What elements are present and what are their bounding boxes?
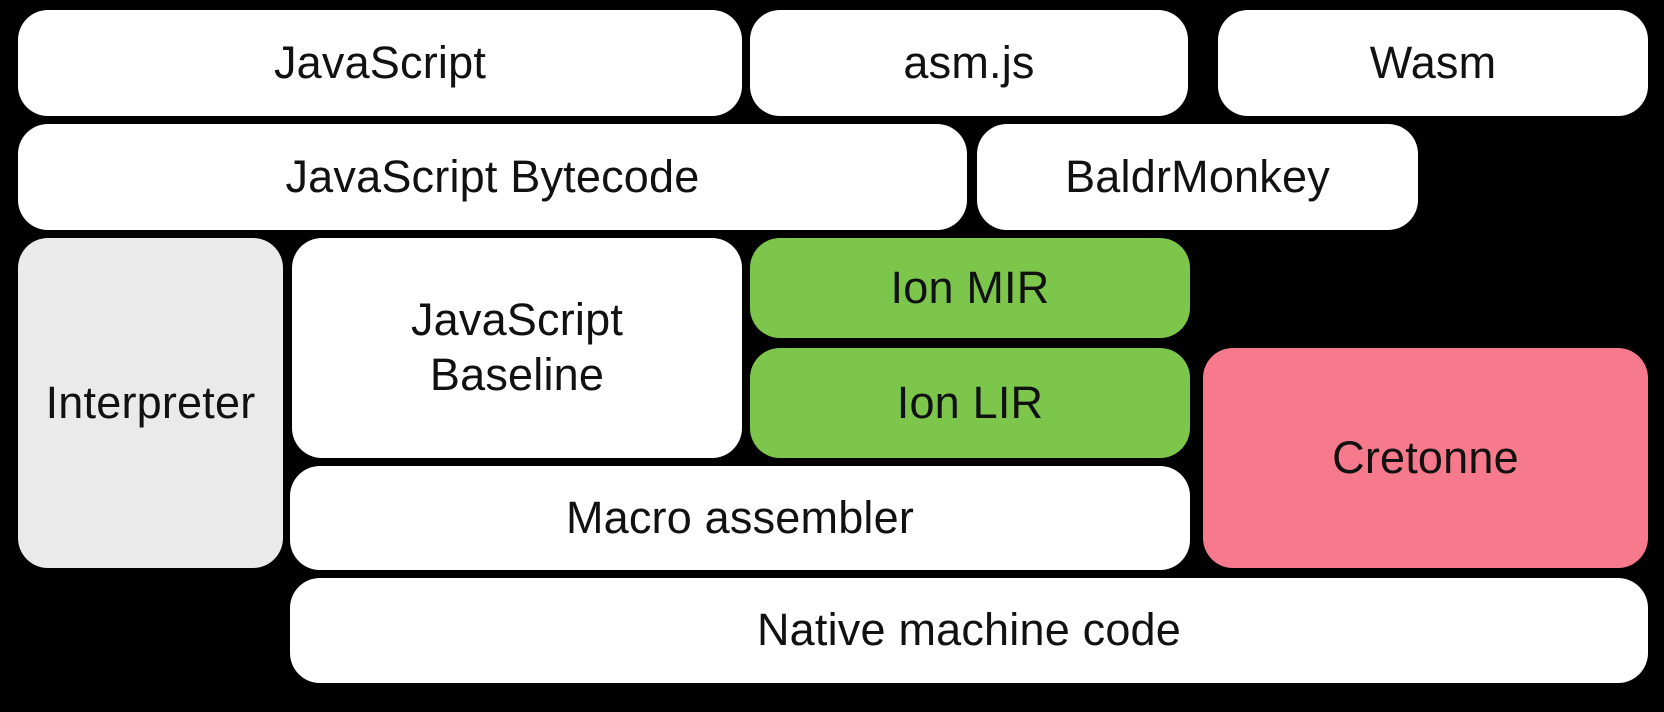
box-asmjs-label: asm.js <box>903 36 1035 88</box>
box-native-machine-code: Native machine code <box>290 578 1648 683</box>
box-wasm-label: Wasm <box>1369 36 1497 88</box>
box-baldrmonkey: BaldrMonkey <box>977 124 1418 230</box>
box-ion-lir: Ion LIR <box>750 348 1190 458</box>
box-javascript: JavaScript <box>18 10 742 116</box>
box-native-machine-code-label: Native machine code <box>756 604 1182 656</box>
box-javascript-bytecode-label: JavaScript Bytecode <box>285 150 700 202</box>
box-asmjs: asm.js <box>750 10 1188 116</box>
box-cretonne-label: Cretonne <box>1332 431 1519 483</box>
box-javascript-bytecode: JavaScript Bytecode <box>18 124 967 230</box>
box-javascript-label: JavaScript <box>273 36 487 88</box>
box-cretonne: Cretonne <box>1203 348 1648 568</box>
box-macro-assembler: Macro assembler <box>290 466 1190 570</box>
box-javascript-baseline: JavaScript Baseline <box>292 238 742 458</box>
box-wasm: Wasm <box>1218 10 1648 116</box>
box-macro-assembler-label: Macro assembler <box>565 491 915 543</box>
box-ion-mir: Ion MIR <box>750 238 1190 338</box>
box-ion-mir-label: Ion MIR <box>890 261 1050 313</box>
box-ion-lir-label: Ion LIR <box>896 376 1044 428</box>
box-interpreter-label: Interpreter <box>45 376 256 428</box>
box-javascript-baseline-label: JavaScript Baseline <box>410 294 624 400</box>
box-baldrmonkey-label: BaldrMonkey <box>1065 150 1330 202</box>
box-interpreter: Interpreter <box>18 238 283 568</box>
